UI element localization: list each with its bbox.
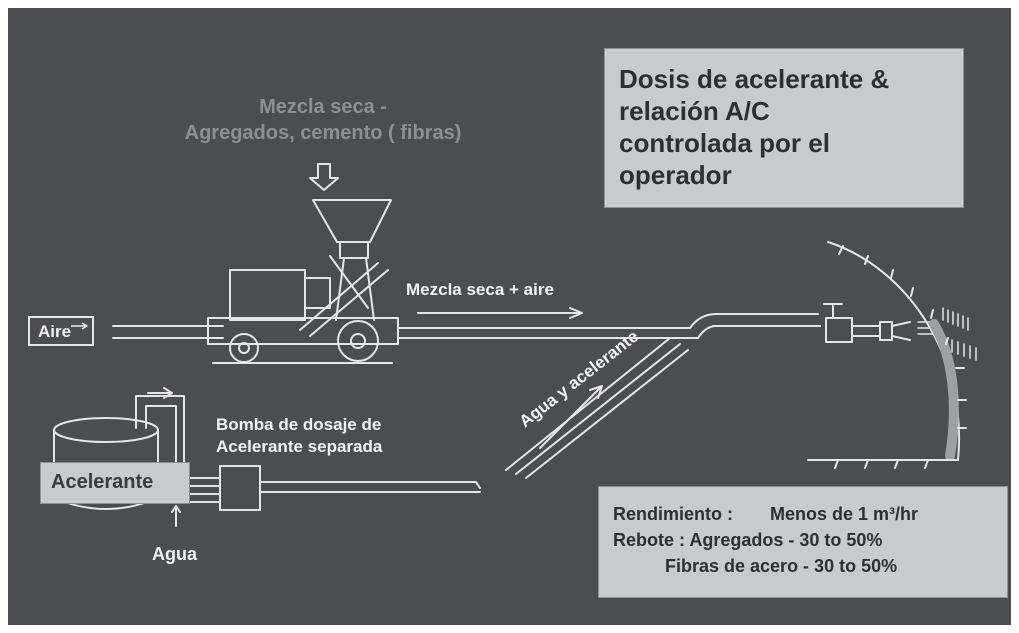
dry-mix-machine [207,199,399,364]
operator-control-box: Dosis de acelerante & relación A/C contr… [604,48,964,208]
down-arrow-icon [309,163,339,191]
pump-label-line2: Acelerante separada [216,437,383,456]
fiber-line: Fibras de acero - 30 to 50% [665,556,898,576]
dry-mix-label-line1: Mezcla seca - [259,96,387,118]
water-label: Agua [152,544,197,564]
rebound-line: Rebote : Agregados - 30 to 50% [613,530,883,550]
control-box-line4: operador [619,160,732,190]
accelerant-label-box: Acelerante [40,462,190,504]
performance-label: Rendimiento : [613,504,733,524]
water-accelerant-line [505,337,689,479]
diagram-frame: Mezcla seca - Agregados, cemento ( fibra… [8,8,1011,625]
air-hose [112,325,224,339]
control-box-line2: relación A/C [619,96,770,126]
performance-value: Menos de 1 m³/hr [770,504,919,524]
air-label-box: Aire [28,316,94,346]
control-box-line3: controlada por el [619,128,830,158]
pump-label-line1: Bomba de dosaje de [216,415,382,434]
pump-label: Bomba de dosaje de Acelerante separada [216,414,382,458]
control-box-line1: Dosis de acelerante & [619,64,890,94]
material-hose [397,307,821,339]
dry-mix-air-label: Mezcla seca + aire [406,280,554,299]
dry-mix-label-line2: Agregados, cemento ( fibras) [184,122,462,144]
diagram-artwork [53,163,977,527]
dosing-pump [157,465,481,527]
air-label: Aire [38,322,72,341]
performance-box: Rendimiento : Menos de 1 m³/hr Rebote : … [598,486,1008,598]
accelerant-label: Acelerante [51,471,154,493]
dry-mix-label: Mezcla seca - Agregados, cemento ( fibra… [153,94,493,146]
nozzle-assembly [712,303,911,343]
tunnel-arch [807,241,967,469]
arrow-right-icon [71,322,89,330]
